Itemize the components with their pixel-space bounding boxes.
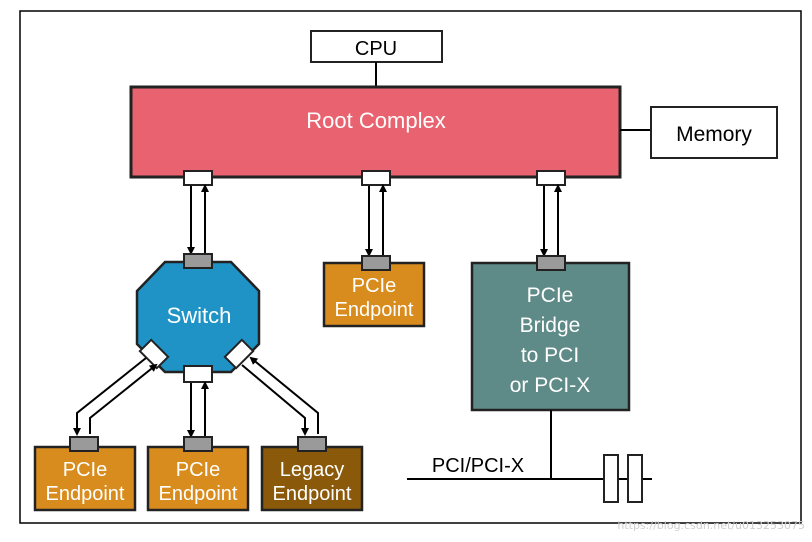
legacy-endpoint-port (297, 436, 327, 452)
root-port-1 (183, 170, 213, 186)
bridge-line2: Bridge (520, 314, 581, 337)
bridge-line1: PCIe (527, 284, 574, 307)
watermark: https://blog.csdn.net/u013253075 (617, 519, 805, 532)
pci-slot-2 (627, 454, 643, 503)
pcie-endpoint-middle: PCIe Endpoint (146, 445, 250, 512)
link-root-switch (187, 184, 209, 255)
pci-slot-1 (603, 454, 619, 503)
cpu-label: CPU (355, 38, 397, 60)
pci-bus-label: PCI/PCI-X (432, 455, 524, 477)
bridge-line3: to PCI (521, 344, 579, 367)
bridge-port (536, 255, 566, 271)
switch-port-left (138, 338, 170, 370)
switch-port-right (223, 338, 255, 370)
root-complex-label: Root Complex (306, 108, 445, 133)
endpoint-middle-line1: PCIe (176, 459, 220, 481)
link-switch-legacy-endpoint (241, 356, 319, 436)
endpoint-middle-port (183, 436, 213, 452)
endpoint-left-port (69, 436, 99, 452)
diagram-frame (19, 10, 802, 524)
bridge-line4: or PCI-X (510, 374, 591, 397)
pcie-endpoint-left: PCIe Endpoint (33, 445, 137, 512)
legacy-endpoint-line1: Legacy (280, 459, 345, 481)
endpoint-center-line1: PCIe (352, 275, 396, 297)
link-switch-endpoint-left (73, 357, 158, 436)
switch-label: Switch (167, 303, 232, 328)
switch-port-middle (183, 365, 213, 383)
root-port-2 (361, 170, 391, 186)
pcie-endpoint-center: PCIe Endpoint (322, 261, 426, 328)
root-complex-box: Root Complex (129, 85, 622, 179)
legacy-endpoint-line2: Endpoint (273, 483, 352, 505)
cpu-box: CPU (310, 30, 443, 63)
link-root-endpoint (365, 184, 387, 257)
endpoint-left-line1: PCIe (63, 459, 107, 481)
endpoint-center-port (361, 255, 391, 271)
link-root-bridge (540, 184, 562, 257)
memory-label: Memory (676, 123, 752, 146)
endpoint-center-line2: Endpoint (335, 299, 414, 321)
memory-box: Memory (650, 106, 778, 159)
link-switch-endpoint-middle (187, 381, 209, 438)
endpoint-left-line2: Endpoint (46, 483, 125, 505)
switch-node: Switch (135, 260, 261, 374)
switch-upstream-port (183, 253, 213, 269)
legacy-endpoint: Legacy Endpoint (260, 445, 364, 512)
root-port-3 (536, 170, 566, 186)
endpoint-middle-line2: Endpoint (159, 483, 238, 505)
pcie-bridge: PCIe Bridge to PCI or PCI-X (470, 261, 631, 412)
